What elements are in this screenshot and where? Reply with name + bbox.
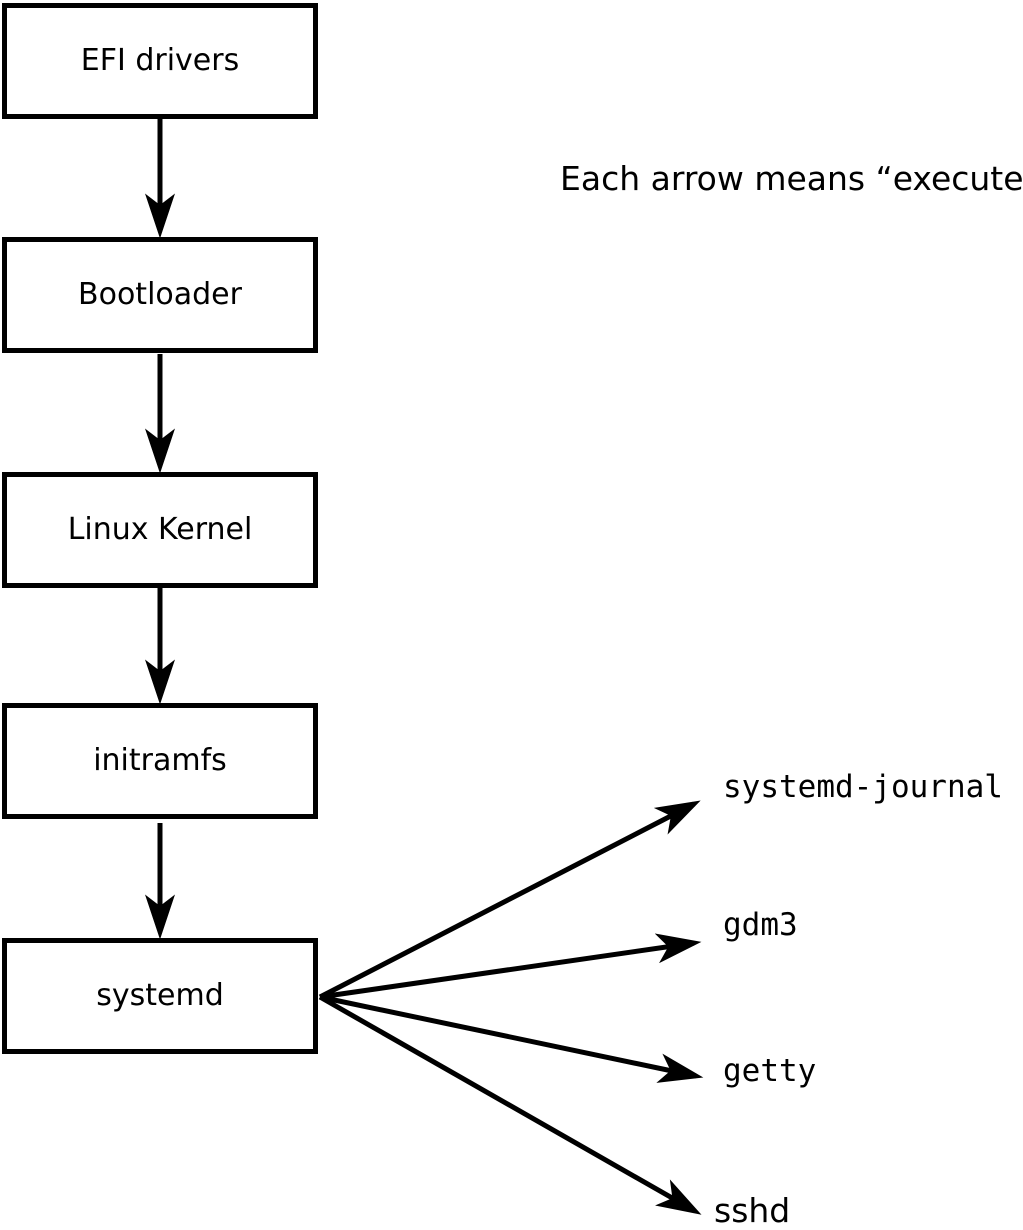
node-initramfs: initramfs (2, 703, 318, 819)
label-getty: getty (723, 1053, 817, 1089)
node-efi-drivers: EFI drivers (2, 3, 318, 119)
executes-arrow-systemd-to-getty (319, 994, 704, 1083)
executes-arrow-systemd-to-journal (318, 800, 701, 1000)
node-efi-drivers-label: EFI drivers (80, 43, 240, 78)
executes-arrow-systemd-to-sshd (318, 994, 702, 1215)
node-linux-kernel-label: Linux Kernel (67, 512, 253, 547)
label-gdm3: gdm3 (723, 907, 798, 943)
node-linux-kernel: Linux Kernel (2, 472, 318, 588)
node-bootloader-label: Bootloader (78, 277, 242, 312)
label-sshd: sshd (714, 1191, 791, 1230)
annotation-arrow-meaning: Each arrow means “executes”. (560, 159, 1023, 198)
executes-arrow-systemd-to-gdm3 (319, 933, 702, 1000)
node-initramfs-label: initramfs (93, 743, 227, 778)
node-systemd: systemd (2, 938, 318, 1054)
node-systemd-label: systemd (96, 978, 224, 1013)
label-systemd-journal: systemd-journal (723, 769, 1003, 805)
node-bootloader: Bootloader (2, 237, 318, 353)
